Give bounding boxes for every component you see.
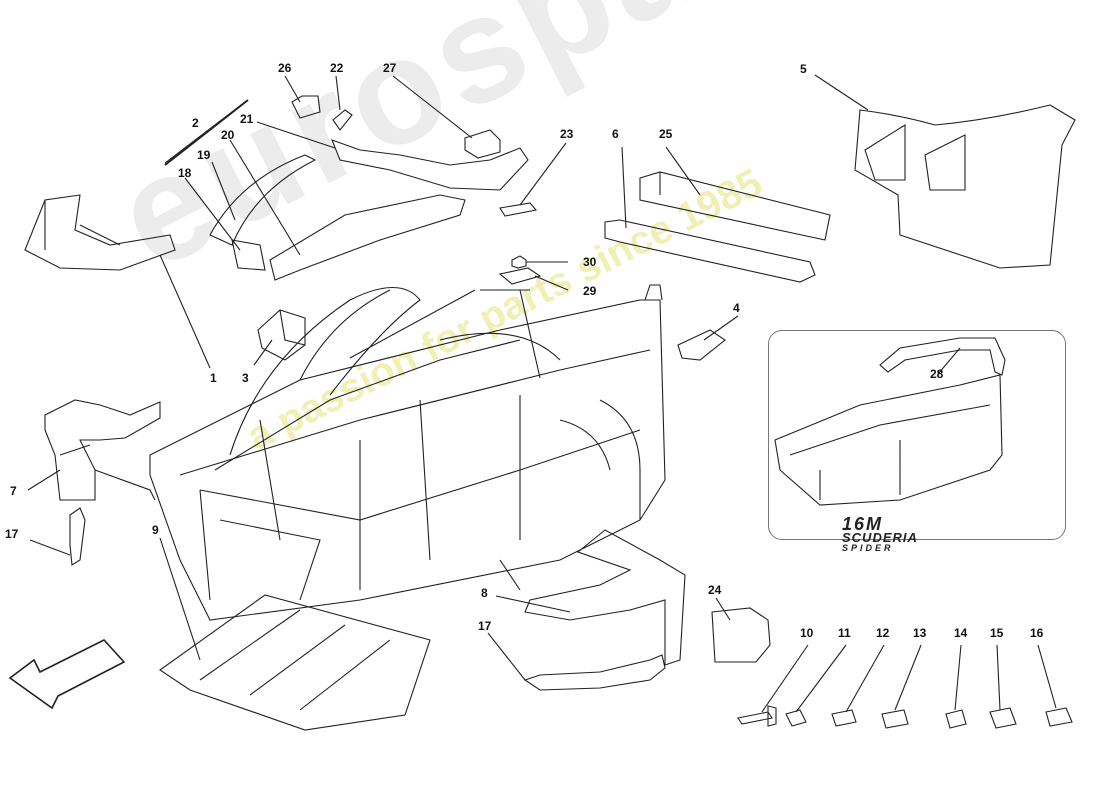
callout-27: 27 xyxy=(383,61,397,75)
part-10-rivet xyxy=(737,705,777,727)
direction-arrow-icon xyxy=(8,639,126,710)
callout-29: 29 xyxy=(583,284,597,298)
callout-19: 19 xyxy=(197,148,211,162)
badge-line-1: 16M xyxy=(842,514,884,534)
callout-18: 18 xyxy=(178,166,192,180)
group-bracket-2 xyxy=(164,99,249,166)
part-23-tab xyxy=(499,202,538,217)
model-badge: 16M SCUDERIA SPIDER xyxy=(842,514,918,553)
part-6-rail xyxy=(604,219,816,283)
callout-8: 8 xyxy=(481,586,488,600)
callout-17a: 17 xyxy=(5,527,19,541)
callout-21: 21 xyxy=(240,112,254,126)
part-19-arch xyxy=(209,154,317,246)
callout-25: 25 xyxy=(659,127,673,141)
part-14-rivet xyxy=(945,709,967,729)
inset-chassis xyxy=(774,374,1003,506)
part-3-bracket xyxy=(257,309,306,361)
callout-26: 26 xyxy=(278,61,292,75)
chassis-frame xyxy=(149,284,666,621)
part-27-bracket xyxy=(464,129,501,159)
part-20-rail xyxy=(269,194,466,281)
part-15-bolt xyxy=(989,707,1017,729)
callout-20: 20 xyxy=(221,128,235,142)
part-13-rivet xyxy=(881,709,909,729)
part-4-bracket xyxy=(677,329,726,361)
part-30-nut xyxy=(511,255,527,269)
part-29-pad xyxy=(498,267,542,285)
callout-17b: 17 xyxy=(478,619,492,633)
callout-24: 24 xyxy=(708,583,722,597)
part-21-cowl xyxy=(331,139,529,191)
callout-9: 9 xyxy=(152,523,159,537)
callout-7: 7 xyxy=(10,484,17,498)
part-9-underbody-panel xyxy=(159,594,431,731)
callout-11: 11 xyxy=(838,626,851,640)
callout-1: 1 xyxy=(210,371,217,385)
callout-3: 3 xyxy=(242,371,249,385)
callout-6: 6 xyxy=(612,127,619,141)
variant-inset-frame xyxy=(768,330,1066,540)
part-17-strut-left xyxy=(69,507,86,566)
callout-12: 12 xyxy=(876,626,890,640)
part-18-bracket xyxy=(231,239,266,271)
callout-28: 28 xyxy=(930,367,944,381)
part-22-clip xyxy=(332,109,353,131)
callout-13: 13 xyxy=(913,626,927,640)
part-12-rivet xyxy=(831,709,857,727)
callout-10: 10 xyxy=(800,626,814,640)
callout-15: 15 xyxy=(990,626,1004,640)
callout-30: 30 xyxy=(583,255,597,269)
part-7-bracket xyxy=(44,399,161,501)
part-28-hoop xyxy=(879,337,1006,376)
part-25-beam xyxy=(639,171,831,241)
part-11-rivet xyxy=(785,709,807,727)
callout-5: 5 xyxy=(800,62,807,76)
badge-line-3: SPIDER xyxy=(842,543,894,553)
callout-14: 14 xyxy=(954,626,968,640)
part-8-subframe xyxy=(524,529,686,666)
part-26-plate xyxy=(291,95,321,119)
part-16-bolt xyxy=(1045,707,1073,727)
callout-2: 2 xyxy=(192,116,199,130)
part-1-front-crossmember xyxy=(24,194,176,271)
part-5-bulkhead xyxy=(854,104,1076,269)
leader-lines xyxy=(27,74,1057,713)
part-17-strut-right xyxy=(523,654,666,691)
part-24-reflector xyxy=(711,607,771,663)
callout-16: 16 xyxy=(1030,626,1044,640)
badge-line-2: SCUDERIA xyxy=(842,530,918,545)
callout-23: 23 xyxy=(560,127,574,141)
callout-22: 22 xyxy=(330,61,344,75)
callout-4: 4 xyxy=(733,301,740,315)
